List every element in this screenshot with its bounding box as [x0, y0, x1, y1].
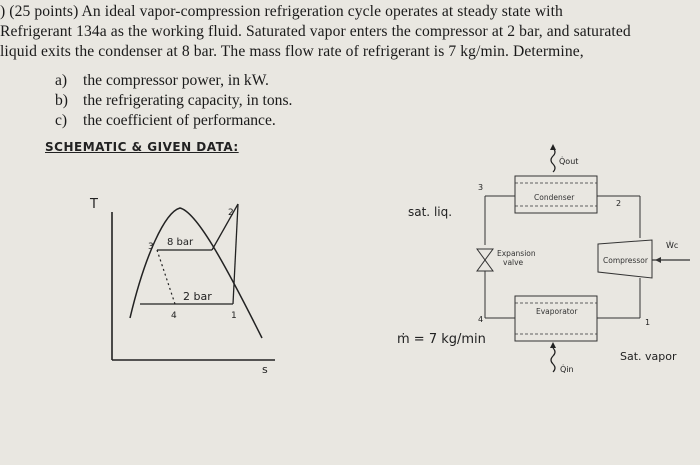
qout-arrowhead — [550, 144, 556, 150]
schematic-heading: SCHEMATIC & GIVEN DATA: — [45, 140, 239, 154]
part-c-label: c) — [55, 112, 68, 129]
condenser-box — [514, 175, 598, 214]
mass-flow-label: ṁ = 7 kg/min — [397, 332, 486, 347]
qout-label: Q̇out — [559, 156, 578, 166]
low-pressure-label: 2 bar — [183, 290, 212, 303]
part-b: b) the refrigerating capacity, in tons. — [55, 91, 292, 111]
part-a-label: a) — [55, 72, 68, 89]
compression-line — [232, 203, 239, 305]
ts-state-3: 3 — [148, 242, 154, 252]
high-pressure-label: 8 bar — [167, 237, 194, 248]
expansion-label-2: valve — [503, 258, 524, 267]
saturation-dome — [129, 207, 263, 339]
qout-arrow — [550, 147, 556, 173]
t-axis-label: T — [89, 197, 98, 212]
work-arrowhead — [655, 257, 661, 263]
sat-liq-label: sat. liq. — [408, 205, 452, 219]
part-b-text: the refrigerating capacity, in tons. — [83, 92, 293, 109]
throttling-line — [156, 249, 176, 305]
sch-state-1: 1 — [645, 318, 650, 327]
expansion-label-1: Expansion — [497, 249, 536, 258]
part-a: a) the compressor power, in kW. — [55, 71, 292, 91]
problem-line-2: Refrigerant 134a as the working fluid. S… — [0, 23, 631, 40]
condenser-label: Condenser — [534, 193, 575, 202]
ts-state-2: 2 — [228, 208, 234, 218]
part-c: c) the coefficient of performance. — [55, 111, 292, 131]
evaporator-label: Evaporator — [536, 307, 578, 316]
part-b-label: b) — [55, 92, 68, 109]
question-parts: a) the compressor power, in kW. b) the ref… — [55, 71, 292, 131]
ts-state-4: 4 — [171, 311, 177, 321]
qin-arrowhead — [550, 342, 556, 348]
qin-arrow — [550, 347, 556, 373]
expansion-valve-icon — [476, 248, 494, 272]
ts-state-1: 1 — [231, 311, 237, 321]
sch-state-4: 4 — [478, 315, 483, 324]
compressor-label: Compressor — [603, 256, 649, 265]
problem-line-3: liquid exits the condenser at 8 bar. The… — [0, 43, 584, 60]
work-label: Ẇc — [666, 240, 678, 250]
s-axis-label: s — [262, 363, 268, 376]
sch-state-2: 2 — [616, 199, 621, 208]
part-c-text: the coefficient of performance. — [83, 112, 276, 129]
problem-line-1: ) (25 points) An ideal vapor-compression… — [0, 3, 563, 20]
part-a-text: the compressor power, in kW. — [83, 72, 269, 89]
problem-statement: ) (25 points) An ideal vapor-compression… — [0, 2, 700, 62]
superheat-line — [211, 203, 239, 251]
qin-label: Q̇in — [560, 364, 574, 374]
sch-state-3: 3 — [478, 183, 483, 192]
sat-vapor-label: Sat. vapor — [620, 350, 677, 363]
compressor-shape — [597, 239, 653, 279]
